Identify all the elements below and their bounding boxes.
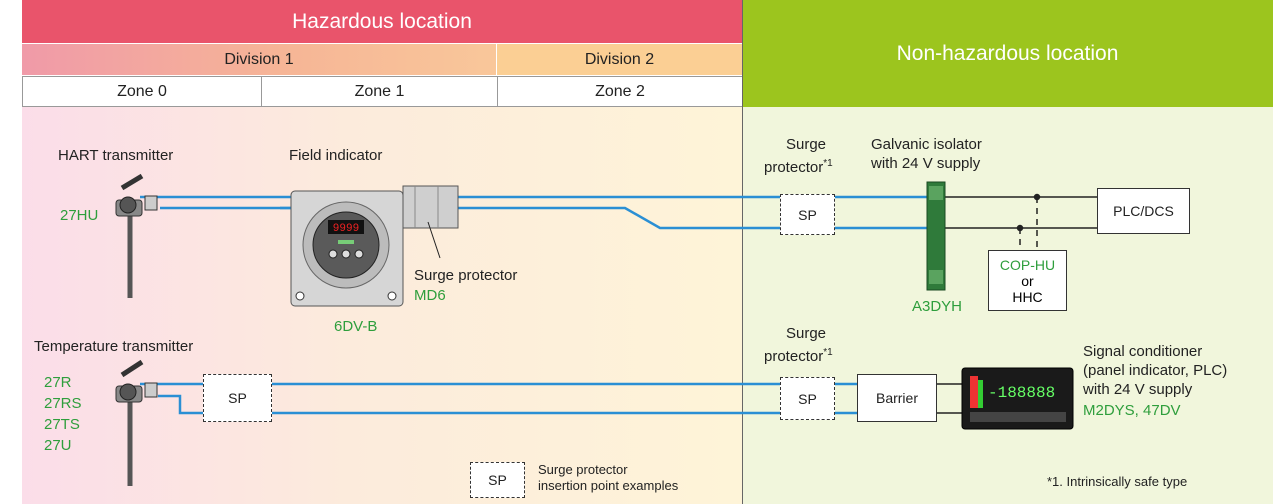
- surge-protector-model: MD6: [414, 287, 446, 304]
- surge-protector-label: Surge protector: [414, 267, 518, 284]
- conditioner-label-line1: Signal conditioner: [1083, 343, 1203, 360]
- temp-model-1: 27R: [44, 374, 72, 391]
- field-indicator-title: Field indicator: [289, 147, 383, 164]
- barrier-box: Barrier: [857, 374, 937, 422]
- svg-text:9999: 9999: [333, 223, 359, 235]
- division-2-header: Division 2: [497, 44, 742, 76]
- footnote: *1. Intrinsically safe type: [1047, 474, 1188, 489]
- zone-0-header: Zone 0: [22, 76, 262, 107]
- plc-lines: [945, 193, 1097, 250]
- zone-1-header: Zone 1: [261, 76, 498, 107]
- temperature-transmitter-title: Temperature transmitter: [34, 338, 194, 355]
- surge-bottom-label-line1: Surge: [786, 325, 827, 342]
- cop-hu-label: COP-HU: [999, 256, 1056, 273]
- legend-line1: Surge protector: [538, 462, 628, 477]
- temperature-transmitter-icon: [115, 359, 158, 486]
- field-indicator-model: 6DV-B: [334, 318, 378, 335]
- surge-protector-sp-row2: SP: [780, 377, 835, 420]
- conditioner-models: M2DYS, 47DV: [1083, 402, 1181, 419]
- surge-protector-sp-row1: SP: [780, 194, 835, 235]
- hart-transmitter-model: 27HU: [60, 207, 99, 224]
- hart-transmitter-title: HART transmitter: [58, 147, 174, 164]
- division-1-header: Division 1: [22, 44, 497, 76]
- isolator-label-line2: with 24 V supply: [871, 155, 981, 172]
- temp-model-2: 27RS: [44, 395, 82, 412]
- cop-or-label: or: [1021, 272, 1034, 289]
- conditioner-label-line2: (panel indicator, PLC): [1083, 362, 1228, 379]
- non-hazardous-location-header: Non-hazardous location: [742, 0, 1273, 107]
- field-indicator-icon: 9999: [290, 185, 459, 307]
- galvanic-isolator-icon: [926, 181, 946, 291]
- surge-bottom-label-line2: protector*1: [764, 347, 833, 365]
- signal-conditioner-icon: -188888: [961, 367, 1074, 430]
- temp-model-4: 27U: [44, 437, 72, 454]
- conditioner-label-line3: with 24 V supply: [1083, 381, 1193, 398]
- isolator-label-line1: Galvanic isolator: [871, 136, 982, 153]
- hazardous-location-header: Hazardous location: [22, 0, 742, 44]
- legend-sp-box: SP: [470, 462, 525, 498]
- legend-line2: insertion point examples: [538, 478, 679, 493]
- surge-protector-sp-temp-left: SP: [203, 374, 272, 422]
- zone-2-header: Zone 2: [497, 76, 743, 107]
- temp-model-3: 27TS: [44, 416, 80, 433]
- surge-top-label-line2: protector*1: [764, 158, 833, 176]
- area-separator: [742, 0, 743, 504]
- surge-protector-pointer: [427, 221, 441, 259]
- plc-dcs-box: PLC/DCS: [1097, 188, 1190, 234]
- hhc-label: HHC: [1012, 288, 1043, 305]
- hart-transmitter-icon: [115, 173, 158, 298]
- isolator-model: A3DYH: [912, 298, 963, 315]
- svg-text:-188888: -188888: [988, 384, 1055, 402]
- surge-top-label-line1: Surge: [786, 136, 827, 153]
- cop-hu-box: COP-HU or HHC: [988, 250, 1067, 311]
- barrier-to-conditioner-lines: [937, 383, 962, 414]
